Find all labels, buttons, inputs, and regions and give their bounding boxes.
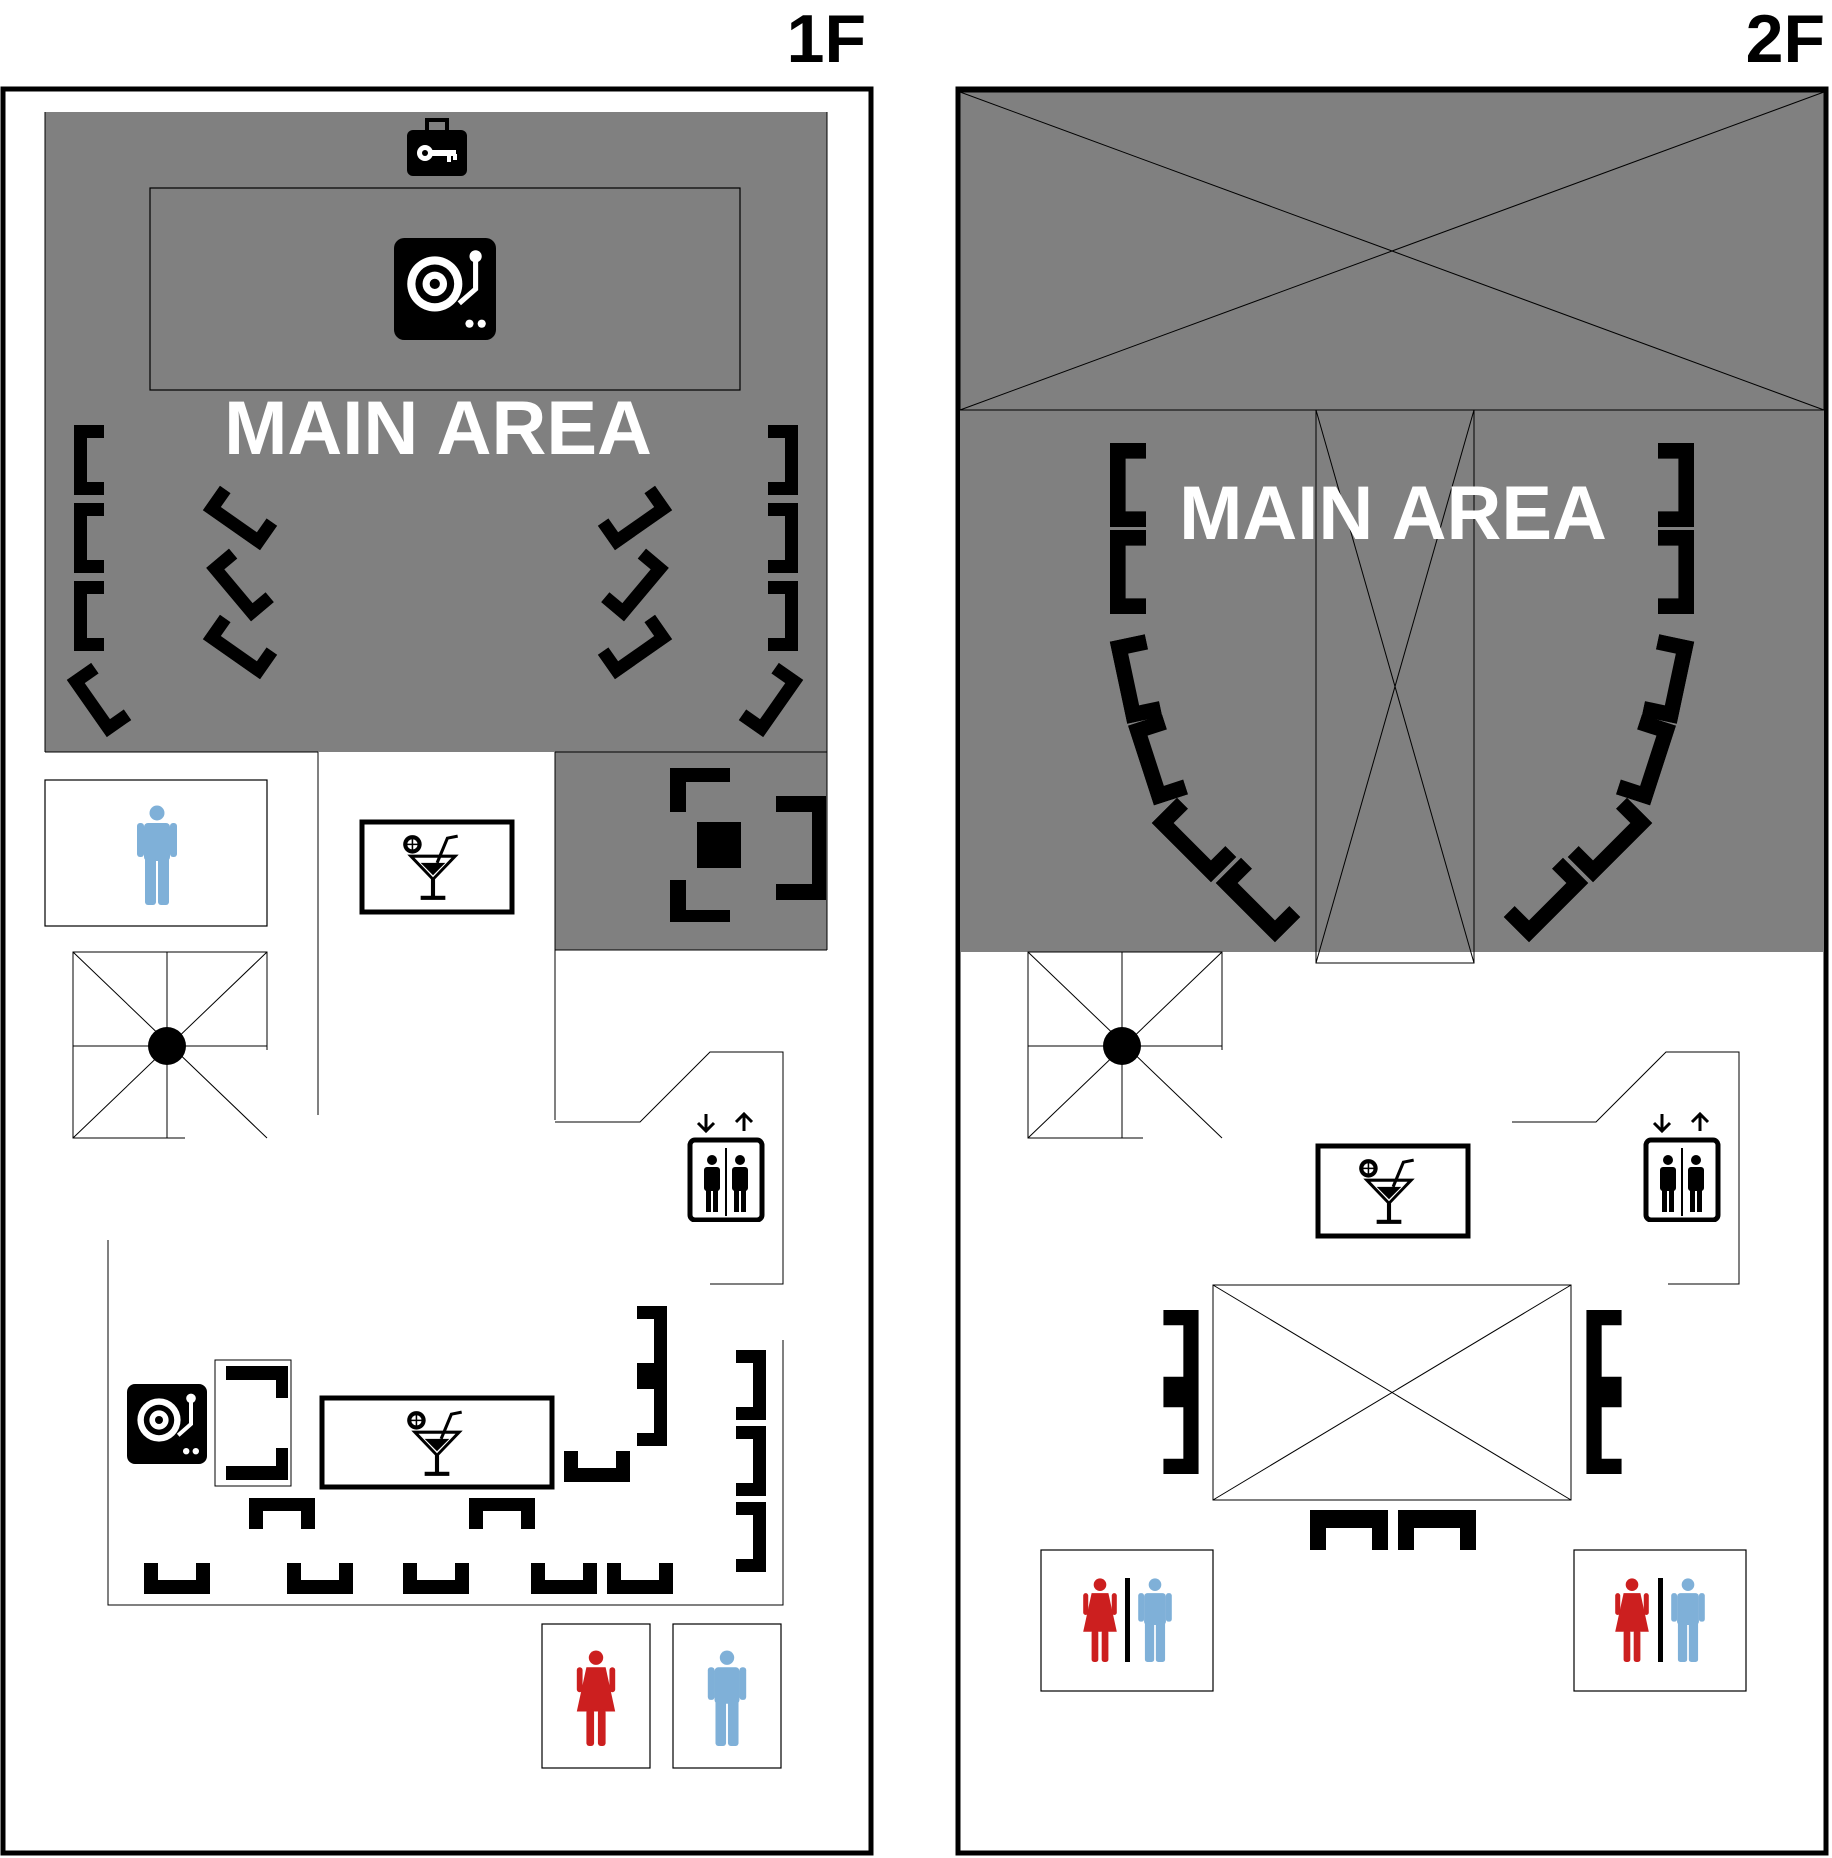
elevator-icon (1646, 1114, 1718, 1220)
turntable-icon (127, 1384, 207, 1464)
lounge-seating-1f (670, 768, 826, 922)
spiral-stair-1f (72, 951, 268, 1139)
floor-label-1f: 1F (787, 1, 866, 77)
main-area-1f (45, 112, 827, 752)
floor-2f: 2F MAIN AREA (955, 1, 1829, 1856)
floor-label-2f: 2F (1746, 1, 1825, 77)
floor-1f-outline (0, 86, 874, 1856)
spiral-stair-icon (1103, 1027, 1141, 1065)
unisex-restroom-icon (1615, 1578, 1705, 1662)
bar-seating-1f (144, 1306, 766, 1594)
spiral-stair-2f (1027, 951, 1223, 1139)
main-area-label-2f: MAIN AREA (1179, 471, 1607, 556)
turntable-icon (394, 238, 496, 340)
dj-stage-1f (149, 187, 741, 391)
unisex-restroom-icon (1083, 1578, 1172, 1662)
dj-booth-1f (214, 1359, 292, 1487)
dj-booth-seats-1f (226, 1366, 288, 1480)
floor-1f: 1F MAIN AREA (0, 1, 874, 1856)
main-area-label-1f: MAIN AREA (224, 386, 652, 471)
floor-2f-outline (955, 86, 1829, 1856)
table-seating-2f (1163, 1310, 1622, 1550)
elevator-icon (690, 1114, 762, 1220)
spiral-stair-icon (148, 1027, 186, 1065)
table-2f (1212, 1284, 1572, 1501)
